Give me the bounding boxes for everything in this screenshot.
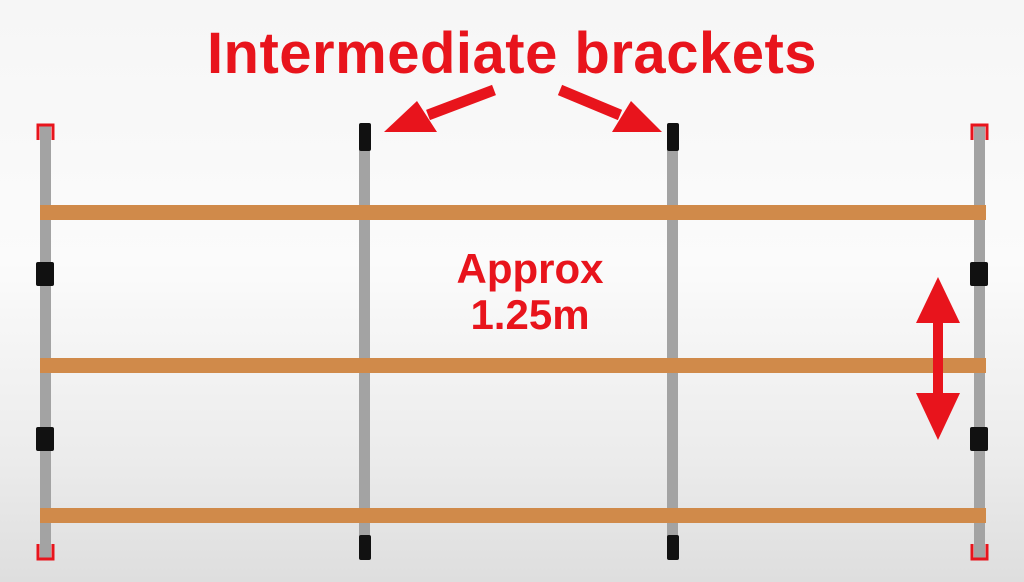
end-cap-left-bottom — [36, 544, 55, 561]
end-cap-right-bottom — [970, 544, 989, 561]
end-cap-left-top — [36, 123, 55, 140]
brackets — [36, 123, 988, 560]
diagram-title: Intermediate brackets — [206, 21, 818, 86]
measurement-label-line2: 1.25m — [470, 291, 590, 338]
bracket-right-lower — [970, 427, 988, 451]
measurement-arrow — [916, 277, 960, 440]
ledger-middle — [40, 358, 986, 373]
upright-left — [40, 125, 51, 558]
bracket-intermediate-2-bottom — [667, 535, 679, 560]
bracket-intermediate-2-top — [667, 123, 679, 151]
arrow-right-shaft — [557, 84, 623, 121]
end-cap-right-top — [970, 123, 989, 140]
measurement-label: Approx 1.25m — [405, 246, 655, 338]
bracket-right-upper — [970, 262, 988, 286]
bracket-left-lower — [36, 427, 54, 451]
upright-right — [974, 125, 985, 558]
arrow-right-head — [612, 101, 662, 132]
measurement-label-line1: Approx — [456, 245, 604, 292]
pointer-arrows — [384, 84, 662, 132]
end-caps — [36, 123, 989, 561]
upright-intermediate-2 — [667, 125, 678, 558]
bracket-intermediate-1-top — [359, 123, 371, 151]
bracket-left-upper — [36, 262, 54, 286]
ledgers — [40, 205, 986, 523]
arrow-left-head — [384, 101, 437, 132]
measurement-arrow-head-top — [916, 277, 960, 323]
bracket-intermediate-1-bottom — [359, 535, 371, 560]
measurement-arrow-head-bottom — [916, 393, 960, 440]
arrow-left-shaft — [426, 84, 496, 121]
ledger-bottom — [40, 508, 986, 523]
uprights — [40, 125, 985, 558]
measurement-arrow-shaft — [933, 318, 943, 398]
upright-intermediate-1 — [359, 125, 370, 558]
ledger-top — [40, 205, 986, 220]
